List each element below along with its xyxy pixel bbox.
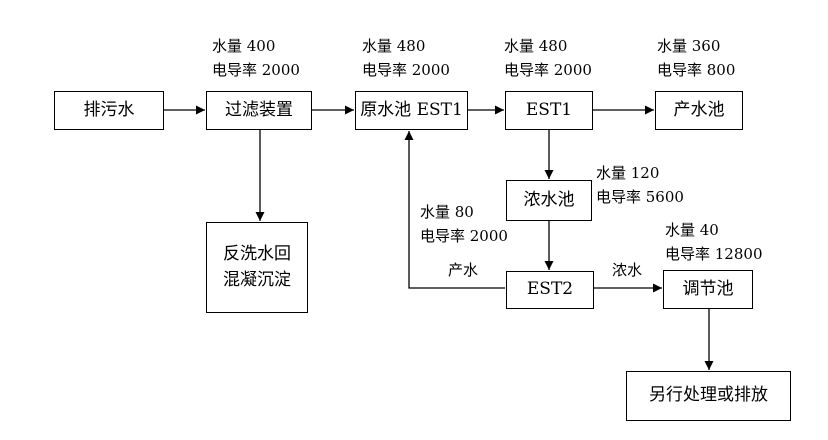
return-flow-label: 水量 80 — [420, 203, 474, 221]
node-filter-label: 过滤装置 — [225, 99, 293, 120]
node-est2: EST2 — [506, 271, 594, 309]
node-regulate-pool: 调节池 — [663, 270, 753, 309]
conc-water-label: 浓水 — [612, 261, 643, 279]
raw-cond-label: 电导率 2000 — [362, 61, 450, 79]
filter-cond-label: 电导率 2000 — [212, 61, 300, 79]
node-product-pool: 产水池 — [655, 91, 743, 130]
node-sewage-label: 排污水 — [83, 99, 135, 120]
node-backwash-line2: 混凝沉淀 — [223, 269, 291, 290]
est1-cond-label: 电导率 2000 — [504, 61, 592, 79]
node-product-pool-label: 产水池 — [673, 99, 725, 120]
node-raw-pool-label: 原水池 EST1 — [360, 99, 463, 120]
regulate-cond-label: 电导率 12800 — [665, 245, 763, 263]
node-conc-pool-label: 浓水池 — [523, 189, 575, 210]
node-backwash: 反洗水回 混凝沉淀 — [206, 222, 308, 313]
node-raw-pool: 原水池 EST1 — [355, 91, 468, 130]
node-est1: EST1 — [505, 91, 593, 130]
node-conc-pool: 浓水池 — [506, 180, 592, 221]
node-filter: 过滤装置 — [206, 91, 312, 130]
product-water-label: 产水 — [448, 261, 479, 279]
node-regulate-pool-label: 调节池 — [682, 278, 734, 299]
product-flow-label: 水量 360 — [657, 37, 721, 55]
regulate-flow-label: 水量 40 — [665, 221, 719, 239]
conc-cond-label: 电导率 5600 — [596, 188, 684, 206]
filter-flow-label: 水量 400 — [212, 37, 276, 55]
node-sewage: 排污水 — [54, 91, 164, 130]
arrow-est2-return-to-raw-pool — [404, 131, 505, 289]
product-cond-label: 电导率 800 — [657, 61, 736, 79]
conc-flow-label: 水量 120 — [596, 164, 660, 182]
node-est1-label: EST1 — [525, 99, 573, 120]
return-cond-label: 电导率 2000 — [420, 227, 508, 245]
node-other: 另行处理或排放 — [626, 371, 791, 421]
node-other-label: 另行处理或排放 — [649, 385, 768, 406]
est1-flow-label: 水量 480 — [504, 37, 568, 55]
node-backwash-line1: 反洗水回 — [223, 244, 291, 264]
node-est2-label: EST2 — [526, 279, 574, 300]
raw-flow-label: 水量 480 — [362, 37, 426, 55]
